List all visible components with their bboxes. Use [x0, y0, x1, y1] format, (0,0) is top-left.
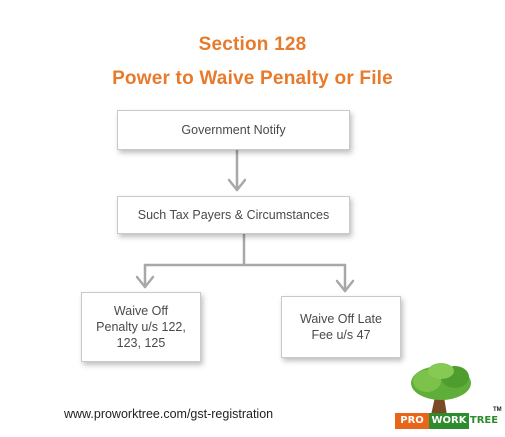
logo-text-tree: TREE: [469, 413, 499, 429]
flow-box-waive-late-fee: Waive Off Late Fee u/s 47: [281, 296, 401, 358]
flow-box-waive-penalty: Waive Off Penalty u/s 122, 123, 125: [81, 292, 201, 362]
proworktree-logo: PRO WORK TREE TM: [395, 363, 502, 433]
section-title: Section 128: [198, 34, 307, 55]
arrowhead-1-2: [227, 178, 247, 192]
diagram-subtitle: Power to Waive Penalty or File: [112, 68, 393, 89]
arrowhead-right: [335, 279, 355, 293]
footer-url: www.proworktree.com/gst-registration: [64, 407, 274, 421]
flow-box-government-notify: Government Notify: [117, 110, 350, 150]
tree-icon: [411, 363, 471, 415]
logo-text-pro: PRO: [395, 413, 429, 429]
arrowhead-left: [135, 275, 155, 289]
logo-trademark: TM: [493, 407, 502, 413]
flow-box-tax-payers: Such Tax Payers & Circumstances: [117, 196, 350, 234]
logo-text-work: WORK: [429, 413, 469, 429]
